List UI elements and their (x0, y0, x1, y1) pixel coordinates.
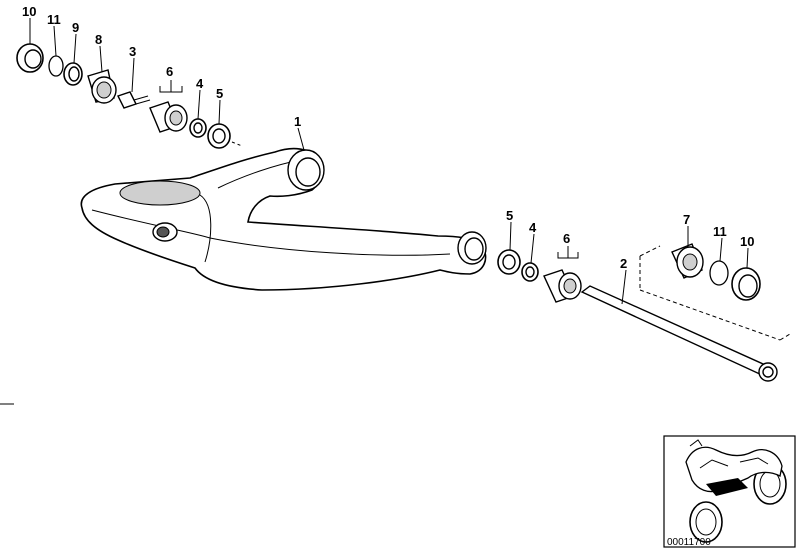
callout-10-right: 10 (740, 234, 754, 249)
bearing-part-6-top (149, 101, 188, 133)
callout-2: 2 (620, 256, 627, 271)
callout-6-mid: 6 (563, 231, 570, 246)
seal-part-5-mid (497, 249, 521, 275)
callout-5-top: 5 (216, 86, 223, 101)
callout-11-top: 11 (47, 12, 61, 27)
leader-lines (0, 18, 749, 405)
motorcycle-icon (685, 439, 787, 543)
motorcycle-locator-thumbnail: 00011700 (663, 435, 796, 548)
bushing-part-8 (87, 69, 117, 104)
callout-4-mid: 4 (529, 220, 537, 235)
bearing-part-6-mid (543, 269, 582, 303)
ring-part-10-top (16, 43, 44, 73)
washer-part-4-mid (521, 262, 539, 282)
swing-arm-part (80, 147, 487, 291)
reference-number: 00011700 (667, 537, 711, 548)
dashed-enclosure (639, 245, 791, 341)
callout-3: 3 (129, 44, 136, 59)
callout-4-top: 4 (196, 76, 204, 91)
ring-part-11-right (709, 260, 729, 286)
seal-part-5-top (207, 123, 231, 149)
axle-part-2 (580, 285, 778, 382)
bushing-part-7 (671, 243, 704, 279)
callout-5-mid: 5 (506, 208, 513, 223)
screw-part-3 (117, 91, 151, 109)
washer-part-4-top (189, 118, 207, 138)
callout-8: 8 (95, 32, 102, 47)
callout-11-right: 11 (713, 224, 727, 239)
callout-9: 9 (72, 20, 79, 35)
callout-7: 7 (683, 212, 690, 227)
ring-part-11-top (48, 55, 64, 77)
callout-10-top: 10 (22, 4, 36, 19)
circlip-part-9 (63, 62, 83, 86)
callout-6-top: 6 (166, 64, 173, 79)
callout-1: 1 (294, 114, 301, 129)
swing-arm-highlight (706, 478, 748, 496)
cap-part-10-right (731, 267, 761, 301)
